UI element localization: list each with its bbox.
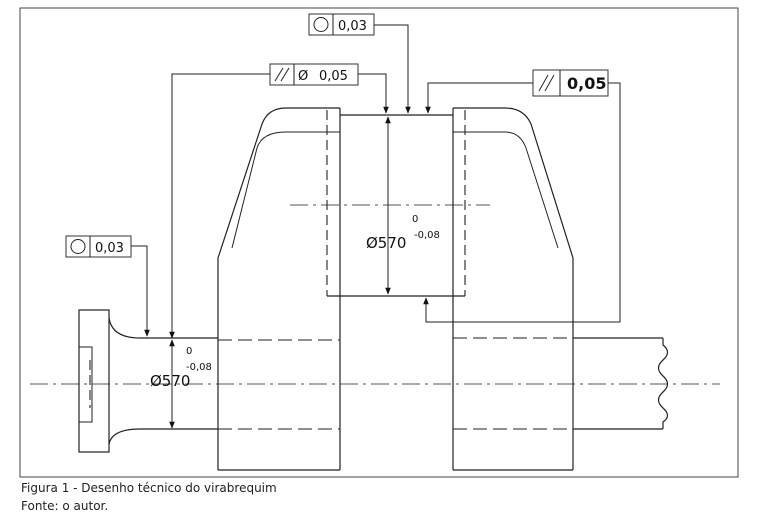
crankpin — [327, 114, 465, 297]
break-line — [657, 338, 669, 429]
left-diameter-upper-tol: 0 — [186, 346, 192, 357]
left-diameter-dimension: Ø570 0 -0,08 — [150, 339, 212, 429]
source-caption: Fonte: o autor. — [21, 499, 109, 513]
right-journal — [453, 337, 669, 430]
parallelism-icon — [274, 67, 290, 82]
left-diameter-lower-tol: -0,08 — [186, 362, 212, 373]
circularity-icon — [313, 17, 329, 32]
top-roundness-value: 0,03 — [338, 19, 367, 34]
figure-caption: Figura 1 - Desenho técnico do virabrequi… — [21, 481, 277, 495]
right-web — [452, 107, 574, 471]
center-diameter-dimension: Ø570 0 -0,08 — [366, 116, 440, 295]
circularity-icon — [70, 239, 86, 254]
left-parallel-value: 0,05 — [319, 69, 348, 84]
center-diameter-value: Ø570 — [366, 234, 406, 252]
left-roundness-value: 0,03 — [95, 241, 124, 256]
right-parallel-value: 0,05 — [567, 74, 606, 93]
frame-left-roundness: 0,03 — [65, 235, 150, 337]
left-web — [217, 107, 341, 471]
center-diameter-upper-tol: 0 — [412, 214, 418, 225]
left-parallel-prefix: Ø — [298, 69, 308, 84]
drawing-border — [19, 7, 739, 478]
frame-top-roundness: 0,03 — [308, 13, 411, 114]
center-diameter-lower-tol: -0,08 — [414, 230, 440, 241]
frame-left-parallel: Ø 0,05 — [169, 63, 389, 339]
parallelism-icon — [538, 74, 555, 92]
flange — [78, 309, 141, 453]
left-diameter-value: Ø570 — [150, 372, 190, 390]
left-journal — [140, 337, 340, 430]
frame-right-parallel: 0,05 — [423, 69, 621, 323]
